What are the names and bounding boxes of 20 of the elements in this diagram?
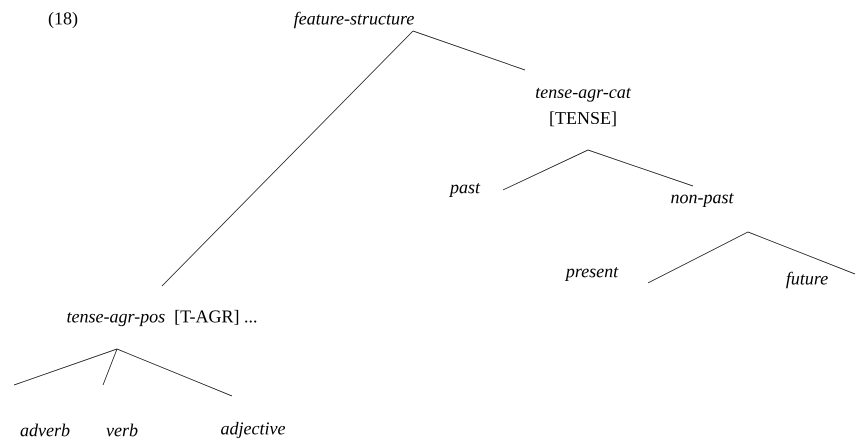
tree-label: non-past: [671, 193, 734, 207]
tree-branch: [14, 348, 118, 386]
tree-label: past: [448, 183, 480, 197]
tree-branch: [502, 150, 588, 190]
tree-label: future: [786, 272, 828, 288]
tree-branch: [116, 348, 232, 396]
example-number: (18): [48, 12, 78, 28]
tree-label: feature-structure: [294, 12, 414, 28]
tree-label: tense-agr-pos [T-AGR] ...: [67, 310, 256, 326]
tree-label: tense-agr-cat [TENSE]: [536, 88, 632, 126]
tree-branch: [102, 348, 118, 386]
tree-branch: [162, 30, 414, 286]
tree-label: adjective: [221, 422, 286, 438]
tree-label: present: [564, 267, 619, 281]
tree-label: verb: [106, 424, 138, 436]
tree-label: adverb: [20, 424, 70, 436]
tree-branch: [412, 30, 526, 70]
tree-branch: [648, 232, 748, 284]
tree-branch: [748, 232, 856, 274]
tree-branch: [588, 150, 694, 186]
